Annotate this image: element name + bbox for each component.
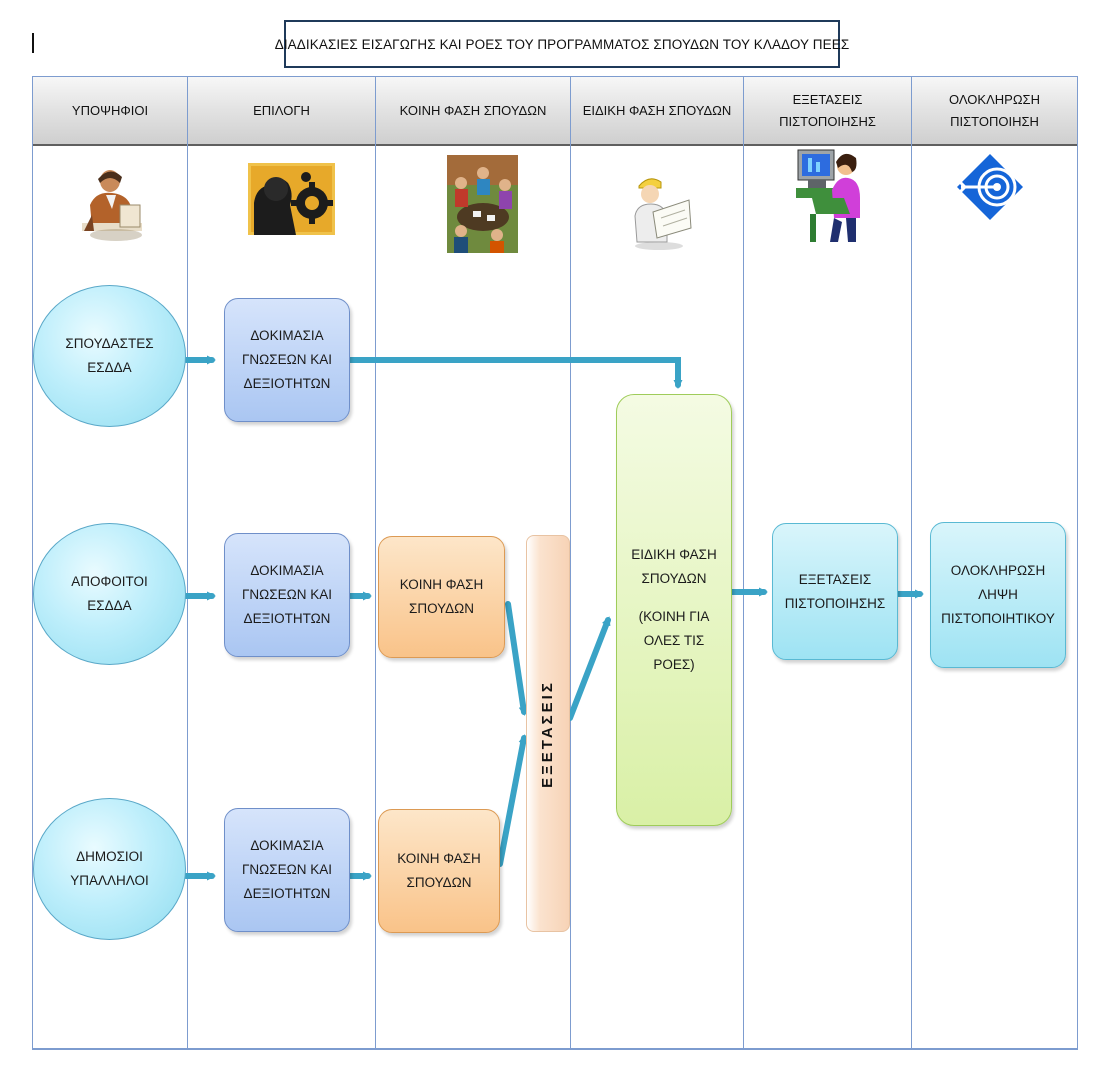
exams-bar-label: ΕΞΕΤΑΣΕΙΣ bbox=[539, 679, 557, 788]
column-header-completion-line2: ΠΙΣΤΟΠΟΙΗΣΗ bbox=[950, 113, 1039, 129]
man-at-desk-icon bbox=[76, 165, 148, 245]
arrow-common-phase-to-exams bbox=[497, 734, 528, 867]
diagram-title-text: ΔΙΑΔΙΚΑΣΙΕΣ ΕΙΣΑΓΩΓΗΣ ΚΑΙ ΡΟΕΣ ΤΟΥ ΠΡΟΓΡ… bbox=[274, 36, 850, 52]
meeting-group-icon bbox=[447, 155, 518, 253]
test-line2: ΓΝΩΣΕΩΝ ΚΑΙ bbox=[242, 862, 332, 877]
candidate-graduates-ellipse: ΑΠΟΦΟΙΤΟΙ ΕΣΔΔΑ bbox=[33, 523, 186, 665]
common-phase-line2: ΣΠΟΥΔΩΝ bbox=[408, 601, 475, 616]
completion-line3: ΠΙΣΤΟΠΟΙΗΤΙΚΟΥ bbox=[941, 611, 1055, 626]
knowledge-skills-test-box: ΔΟΚΙΜΑΣΙΑ ΓΝΩΣΕΩΝ ΚΑΙ ΔΕΞΙΟΤΗΤΩΝ bbox=[224, 298, 350, 422]
arrow-exams-to-special-phase bbox=[567, 616, 611, 721]
completion-box: ΟΛΟΚΛΗΡΩΣΗ ΛΗΨΗ ΠΙΣΤΟΠΟΙΗΤΙΚΟΥ bbox=[930, 522, 1066, 668]
candidate-graduates-line2: ΕΣΔΔΑ bbox=[87, 598, 132, 613]
common-phase-line2: ΣΠΟΥΔΩΝ bbox=[406, 875, 472, 890]
column-header-candidates: ΥΠΟΨΗΦΙΟΙ bbox=[33, 77, 187, 146]
column-divider bbox=[187, 76, 188, 1048]
column-header-cert-exams-line1: ΕΞΕΤΑΣΕΙΣ bbox=[792, 91, 863, 107]
column-header-candidates-label: ΥΠΟΨΗΦΙΟΙ bbox=[71, 102, 149, 118]
exams-bar: ΕΞΕΤΑΣΕΙΣ bbox=[526, 535, 570, 932]
text-cursor bbox=[32, 33, 34, 53]
test-line3: ΔΕΞΙΟΤΗΤΩΝ bbox=[243, 376, 331, 391]
test-line2: ΓΝΩΣΕΩΝ ΚΑΙ bbox=[242, 352, 332, 367]
target-arrow-icon bbox=[955, 152, 1025, 222]
test-line1: ΔΟΚΙΜΑΣΙΑ bbox=[250, 838, 324, 853]
candidate-graduates-line1: ΑΠΟΦΟΙΤΟΙ bbox=[71, 574, 148, 589]
gear-silhouette-icon bbox=[248, 163, 335, 235]
arrow-test-to-special-phase bbox=[347, 357, 683, 389]
column-header-completion: ΟΛΟΚΛΗΡΩΣΗ ΠΙΣΤΟΠΟΙΗΣΗ bbox=[912, 77, 1077, 146]
frame-bottom-border bbox=[32, 1048, 1078, 1050]
column-header-selection: ΕΠΙΛΟΓΗ bbox=[188, 77, 375, 146]
common-phase-box: ΚΟΙΝΗ ΦΑΣΗ ΣΠΟΥΔΩΝ bbox=[378, 809, 500, 933]
certification-exams-line2: ΠΙΣΤΟΠΟΙΗΣΗΣ bbox=[784, 595, 886, 611]
special-phase-line2: ΣΠΟΥΔΩΝ bbox=[641, 571, 707, 586]
column-divider bbox=[743, 76, 744, 1048]
completion-line2: ΛΗΨΗ bbox=[978, 587, 1018, 602]
test-line1: ΔΟΚΙΜΑΣΙΑ bbox=[250, 563, 324, 578]
diagram-title: ΔΙΑΔΙΚΑΣΙΕΣ ΕΙΣΑΓΩΓΗΣ ΚΑΙ ΡΟΕΣ ΤΟΥ ΠΡΟΓΡ… bbox=[275, 20, 849, 68]
common-phase-box: ΚΟΙΝΗ ΦΑΣΗ ΣΠΟΥΔΩΝ bbox=[378, 536, 505, 658]
special-phase-box: ΕΙΔΙΚΗ ΦΑΣΗ ΣΠΟΥΔΩΝ (ΚΟΙΝΗ ΓΙΑ ΟΛΕΣ ΤΙΣ … bbox=[616, 394, 732, 826]
column-divider bbox=[375, 76, 376, 1048]
test-line2: ΓΝΩΣΕΩΝ ΚΑΙ bbox=[242, 587, 332, 602]
frame-right-border bbox=[1077, 76, 1078, 1048]
special-phase-line4: ΟΛΕΣ ΤΙΣ bbox=[643, 633, 705, 648]
frame-top-border bbox=[32, 76, 1078, 77]
knowledge-skills-test-box: ΔΟΚΙΜΑΣΙΑ ΓΝΩΣΕΩΝ ΚΑΙ ΔΕΞΙΟΤΗΤΩΝ bbox=[224, 808, 350, 932]
frame-left-border bbox=[32, 76, 33, 1048]
column-header-special-phase: ΕΙΔΙΚΗ ΦΑΣΗ ΣΠΟΥΔΩΝ bbox=[571, 77, 743, 146]
test-line3: ΔΕΞΙΟΤΗΤΩΝ bbox=[243, 886, 331, 901]
column-divider bbox=[570, 76, 571, 1048]
column-header-common-phase-label: ΚΟΙΝΗ ΦΑΣΗ ΣΠΟΥΔΩΝ bbox=[399, 102, 547, 118]
special-phase-line5: ΡΟΕΣ) bbox=[653, 657, 695, 672]
candidate-students-ellipse: ΣΠΟΥΔΑΣΤΕΣ ΕΣΔΔΑ bbox=[33, 285, 186, 427]
candidate-civil-servants-line1: ΔΗΜΟΣΙΟΙ bbox=[76, 849, 143, 864]
column-header-common-phase: ΚΟΙΝΗ ΦΑΣΗ ΣΠΟΥΔΩΝ bbox=[376, 77, 570, 146]
column-header-cert-exams: ΕΞΕΤΑΣΕΙΣ ΠΙΣΤΟΠΟΙΗΣΗΣ bbox=[744, 77, 911, 146]
column-header-cert-exams-line2: ΠΙΣΤΟΠΟΙΗΣΗΣ bbox=[779, 113, 876, 129]
candidate-civil-servants-line2: ΥΠΑΛΛΗΛΟΙ bbox=[70, 873, 149, 888]
special-phase-line3: (ΚΟΙΝΗ ΓΙΑ bbox=[638, 609, 710, 624]
candidate-students-line1: ΣΠΟΥΔΑΣΤΕΣ bbox=[65, 336, 154, 351]
completion-line1: ΟΛΟΚΛΗΡΩΣΗ bbox=[950, 563, 1046, 578]
test-line1: ΔΟΚΙΜΑΣΙΑ bbox=[250, 328, 324, 343]
certification-exams-box: ΕΞΕΤΑΣΕΙΣ ΠΙΣΤΟΠΟΙΗΣΗΣ bbox=[772, 523, 898, 660]
column-header-selection-label: ΕΠΙΛΟΓΗ bbox=[253, 102, 310, 118]
column-divider bbox=[911, 76, 912, 1048]
candidate-students-line2: ΕΣΔΔΑ bbox=[87, 360, 132, 375]
test-line3: ΔΕΞΙΟΤΗΤΩΝ bbox=[243, 611, 331, 626]
arrow-common-phase-to-exams bbox=[505, 601, 528, 716]
woman-at-computer-icon bbox=[796, 148, 864, 244]
special-phase-line1: ΕΙΔΙΚΗ ΦΑΣΗ bbox=[631, 547, 717, 562]
column-header-completion-line1: ΟΛΟΚΛΗΡΩΣΗ bbox=[949, 91, 1040, 107]
knowledge-skills-test-box: ΔΟΚΙΜΑΣΙΑ ΓΝΩΣΕΩΝ ΚΑΙ ΔΕΞΙΟΤΗΤΩΝ bbox=[224, 533, 350, 657]
certification-exams-line1: ΕΞΕΤΑΣΕΙΣ bbox=[798, 571, 872, 587]
common-phase-line1: ΚΟΙΝΗ ΦΑΣΗ bbox=[397, 851, 481, 866]
common-phase-line1: ΚΟΙΝΗ ΦΑΣΗ bbox=[399, 577, 484, 592]
column-header-special-phase-label: ΕΙΔΙΚΗ ΦΑΣΗ ΣΠΟΥΔΩΝ bbox=[582, 102, 732, 118]
candidate-civil-servants-ellipse: ΔΗΜΟΣΙΟΙ ΥΠΑΛΛΗΛΟΙ bbox=[33, 798, 186, 940]
engineer-with-plans-icon bbox=[625, 172, 695, 250]
